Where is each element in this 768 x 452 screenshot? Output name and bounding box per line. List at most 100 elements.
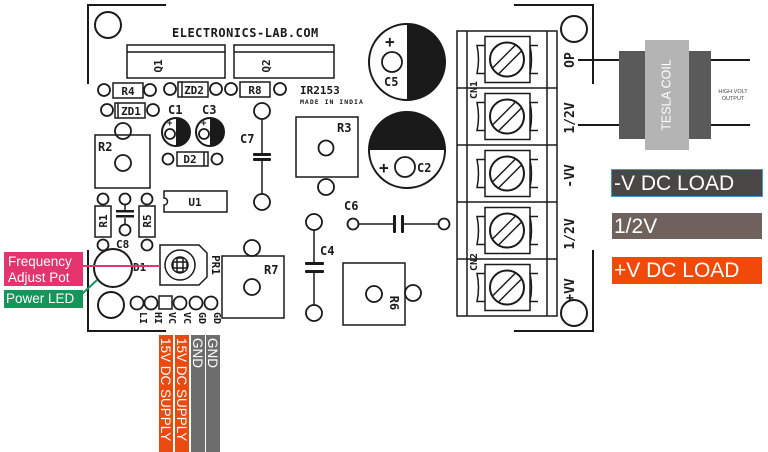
tesla-coil: TESLA COIL HIGH VOLT OUTPUT [578,40,750,150]
header-pin-labels: LI HI VC VC GD GD [137,312,222,324]
svg-text:OP: OP [563,52,578,68]
resistor-r4: R4 [97,82,157,99]
svg-text:D1: D1 [133,261,147,274]
cn1-label: CN1 [469,81,480,99]
svg-text:ZD2: ZD2 [184,84,204,97]
terminal-screw [457,201,557,255]
svg-text:GD: GD [211,312,222,324]
capacitor-c2: + C2 [368,111,446,189]
gnd-wire-2: GND [205,335,220,452]
brand-text: ELECTRONICS-LAB.COM [172,26,319,40]
led-leader-line [81,279,98,295]
svg-text:C1: C1 [168,103,182,117]
terminal-block-cn1 [456,30,558,317]
svg-text:R7: R7 [264,263,278,277]
board-outline [87,4,594,332]
capacitor-c5: + C5 [368,23,446,101]
mounting-hole [560,299,588,327]
supply-wire-label: 15V DC SUPPLY [158,338,173,442]
high-volt-label: HIGH VOLT [718,89,748,95]
svg-text:R8: R8 [248,84,261,97]
svg-text:PR1: PR1 [209,255,222,275]
diode-d2: D2 [161,151,224,167]
pos-load-label: +V DC LOAD [612,257,762,284]
resistor-r1: R1 [94,192,112,252]
transistor-q1: Q1 [126,44,226,79]
svg-text:VC: VC [181,312,192,324]
half-v-text: 1/2V [614,215,658,238]
mounting-hole [97,291,125,319]
led-d1: D1 [93,248,147,288]
callout-line-1: Frequency [8,254,72,269]
svg-text:GD: GD [196,312,207,324]
resistor-r7: R7 [221,239,285,319]
header-pins [129,295,219,311]
svg-text:+: + [201,119,207,129]
capacitor-c1: C1 + [161,103,191,147]
resistor-r8: R8 [224,81,287,98]
supply-wire-1: 15V DC SUPPLY [158,335,173,452]
svg-text:VC: VC [166,312,177,324]
callout-line-2: Adjust Pot [8,270,70,285]
svg-text:LI: LI [137,312,148,324]
svg-text:C5: C5 [384,75,398,89]
terminal-screw [476,35,538,84]
ic-name: IR2153 [300,84,340,97]
svg-text:C7: C7 [240,132,254,146]
svg-text:D2: D2 [183,153,196,166]
transistor-q2: Q2 [233,44,335,79]
made-in-text: MADE IN INDIA [300,98,364,106]
resistor-r6: R6 [342,262,422,326]
capacitor-c4: C4 [305,213,334,322]
svg-text:1/2V: 1/2V [563,102,578,133]
terminal-labels: OP 1/2V -VV 1/2V +VV [563,52,578,302]
supply-wire-2: 15V DC SUPPLY [174,335,189,452]
svg-text:C3: C3 [202,103,216,117]
half-v-label: 1/2V [612,213,762,239]
svg-text:Q1: Q1 [152,59,165,73]
svg-text:ZD1: ZD1 [121,105,141,118]
terminal-screw [457,258,557,312]
supply-wire-label: 15V DC SUPPLY [174,338,189,442]
gnd-wire-label: GND [190,338,205,368]
neg-load-label: -V DC LOAD [611,169,763,197]
svg-text:+: + [385,32,395,51]
frequency-pot-callout: Frequency Adjust Pot [4,252,83,286]
potentiometer-pr1: PR1 [159,244,222,286]
svg-text:-VV: -VV [563,164,578,188]
capacitor-c6: C6 [344,199,451,233]
zener-zd1: ZD1 [100,102,160,119]
terminal-screw [457,87,557,141]
tesla-coil-label: TESLA COIL [659,59,673,131]
power-led-label: Power LED [6,291,75,306]
pos-load-text: +V DC LOAD [614,259,740,282]
power-led-callout: Power LED [4,290,83,308]
svg-text:C2: C2 [417,161,431,175]
gnd-wire-label: GND [205,338,220,368]
gnd-wire-1: GND [190,335,205,452]
ic-u1: U1 [163,190,228,213]
svg-text:Q2: Q2 [260,59,273,72]
svg-text:+: + [379,158,389,177]
svg-text:HI: HI [152,312,163,324]
svg-text:U1: U1 [188,196,202,209]
svg-text:C6: C6 [344,199,358,213]
resistor-r3: R3 [295,116,359,196]
svg-text:R1: R1 [97,214,110,228]
svg-text:R5: R5 [141,214,154,227]
terminal-screw [457,144,557,198]
output-label: OUTPUT [722,96,745,102]
svg-text:R3: R3 [337,121,351,135]
neg-load-text: -V DC LOAD [614,172,735,195]
svg-text:R2: R2 [98,140,112,154]
resistor-r2: R2 [94,122,151,189]
capacitor-c7: C7 [240,102,271,211]
capacitor-c8: C8 [116,192,134,251]
capacitor-c3: C3 + [195,103,225,147]
svg-text:+VV: +VV [563,278,578,302]
mounting-hole [560,15,588,43]
svg-text:R4: R4 [121,85,135,98]
svg-text:+: + [167,119,173,129]
svg-text:1/2V: 1/2V [563,218,578,249]
